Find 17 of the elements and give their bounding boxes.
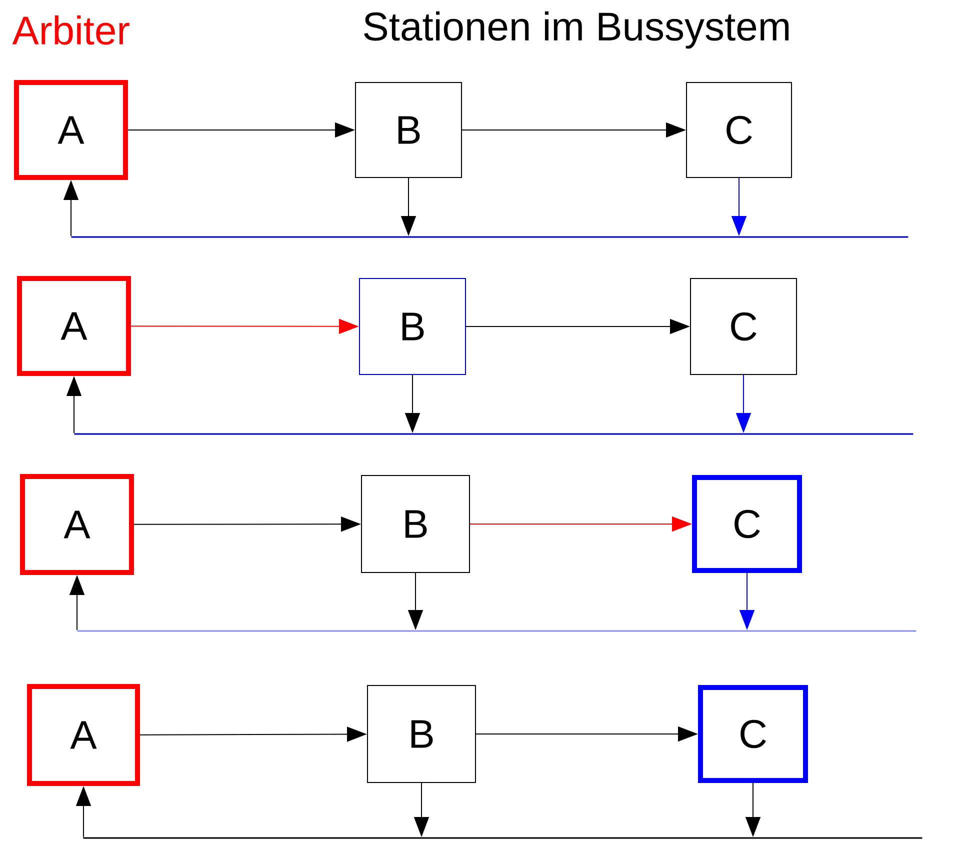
station-box: A: [27, 684, 140, 786]
station-box: C: [698, 685, 808, 783]
station-box: C: [692, 475, 802, 573]
bus-line: [71, 236, 908, 238]
station-box: C: [686, 82, 792, 178]
bus-line: [77, 630, 916, 632]
station-box: C: [690, 278, 797, 375]
station-box: B: [355, 82, 462, 178]
station-box: B: [361, 475, 470, 573]
heading: Arbiter: [12, 15, 130, 45]
station-box: A: [17, 276, 131, 376]
heading: Stationen im Bussystem: [364, 11, 789, 49]
station-box: A: [14, 80, 128, 180]
bus-line: [74, 433, 914, 435]
station-box: A: [20, 474, 134, 575]
station-box: B: [359, 278, 466, 375]
station-box: B: [367, 685, 476, 783]
